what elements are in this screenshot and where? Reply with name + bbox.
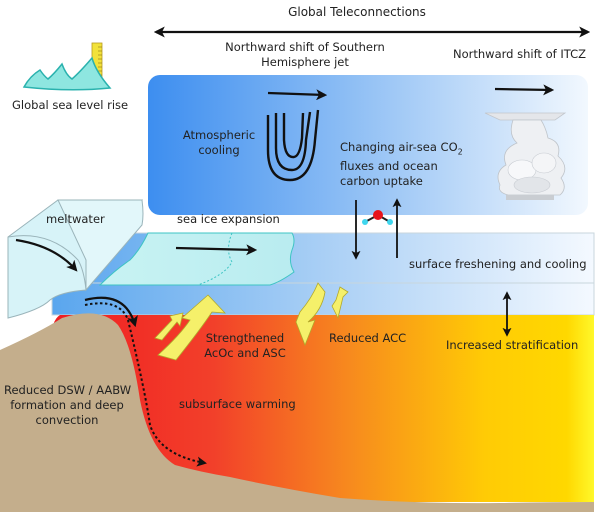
sea-level-rise-label: Global sea level rise (12, 98, 129, 112)
acoc-asc-arrows (154, 294, 227, 361)
ice-shelf (7, 199, 144, 319)
stratification-label: Increased stratification (446, 338, 579, 352)
subsurface-warming-label: subsurface warming (179, 397, 296, 411)
co2-flux-line2: fluxes and ocean (340, 159, 438, 174)
surface-freshening-label: surface freshening and cooling (409, 257, 587, 271)
dsw-aabw-line3: convection (35, 413, 99, 427)
dsw-aabw-label: Reduced DSW / AABW formation and deep co… (4, 383, 132, 428)
acoc-asc-label: Strengthened AcOc and ASC (190, 331, 300, 361)
dsw-aabw-line1: Reduced DSW / AABW (4, 383, 132, 397)
co2-flux-line1: Changing air-sea CO (340, 140, 458, 154)
meltwater-label: meltwater (46, 212, 105, 226)
acoc-asc-line1: Strengthened (205, 331, 285, 345)
co2-subscript: 2 (457, 147, 463, 157)
jet-shift-label-line1: Northward shift of Southern (225, 40, 385, 54)
seabed (0, 313, 594, 523)
sea-ice (98, 232, 295, 286)
warm-deep-layer (51, 315, 594, 502)
downwelling-arrow (84, 296, 138, 328)
global-teleconnections-label: Global Teleconnections (288, 5, 426, 19)
atmosphere-panel (148, 75, 588, 215)
cloud-icon (484, 112, 567, 200)
meltwater-arrow (15, 238, 78, 272)
dsw-aabw-line2: formation and deep (10, 398, 124, 412)
co2-flux-label: Changing air-sea CO2 fluxes and ocean ca… (340, 140, 463, 189)
jet-stream-icon (266, 109, 320, 182)
jet-shift-arrow (267, 89, 328, 101)
reduced-acc-label: Reduced ACC (329, 331, 407, 345)
sea-ice-expansion-label: sea ice expansion (177, 212, 280, 226)
acc-arrows (295, 282, 349, 347)
atmospheric-cooling-label: Atmospheric cooling (176, 128, 262, 158)
acoc-asc-line2: AcOc and ASC (204, 346, 286, 360)
itcz-shift-label: Northward shift of ITCZ (453, 47, 586, 61)
jet-shift-label-line2: Hemisphere jet (261, 55, 349, 69)
atmospheric-cooling-line1: Atmospheric (182, 128, 256, 142)
co2-molecule-icon (362, 210, 393, 225)
sea-ice-expansion-arrow (175, 244, 258, 256)
itcz-shift-arrow (494, 84, 555, 96)
jet-shift-label: Northward shift of Southern Hemisphere j… (205, 40, 405, 70)
co2-flux-line3: carbon uptake (340, 174, 423, 189)
atmospheric-cooling-line2: cooling (198, 143, 240, 157)
sea-level-icon (22, 42, 112, 91)
bottom-water-dotted-arrow (84, 302, 207, 467)
